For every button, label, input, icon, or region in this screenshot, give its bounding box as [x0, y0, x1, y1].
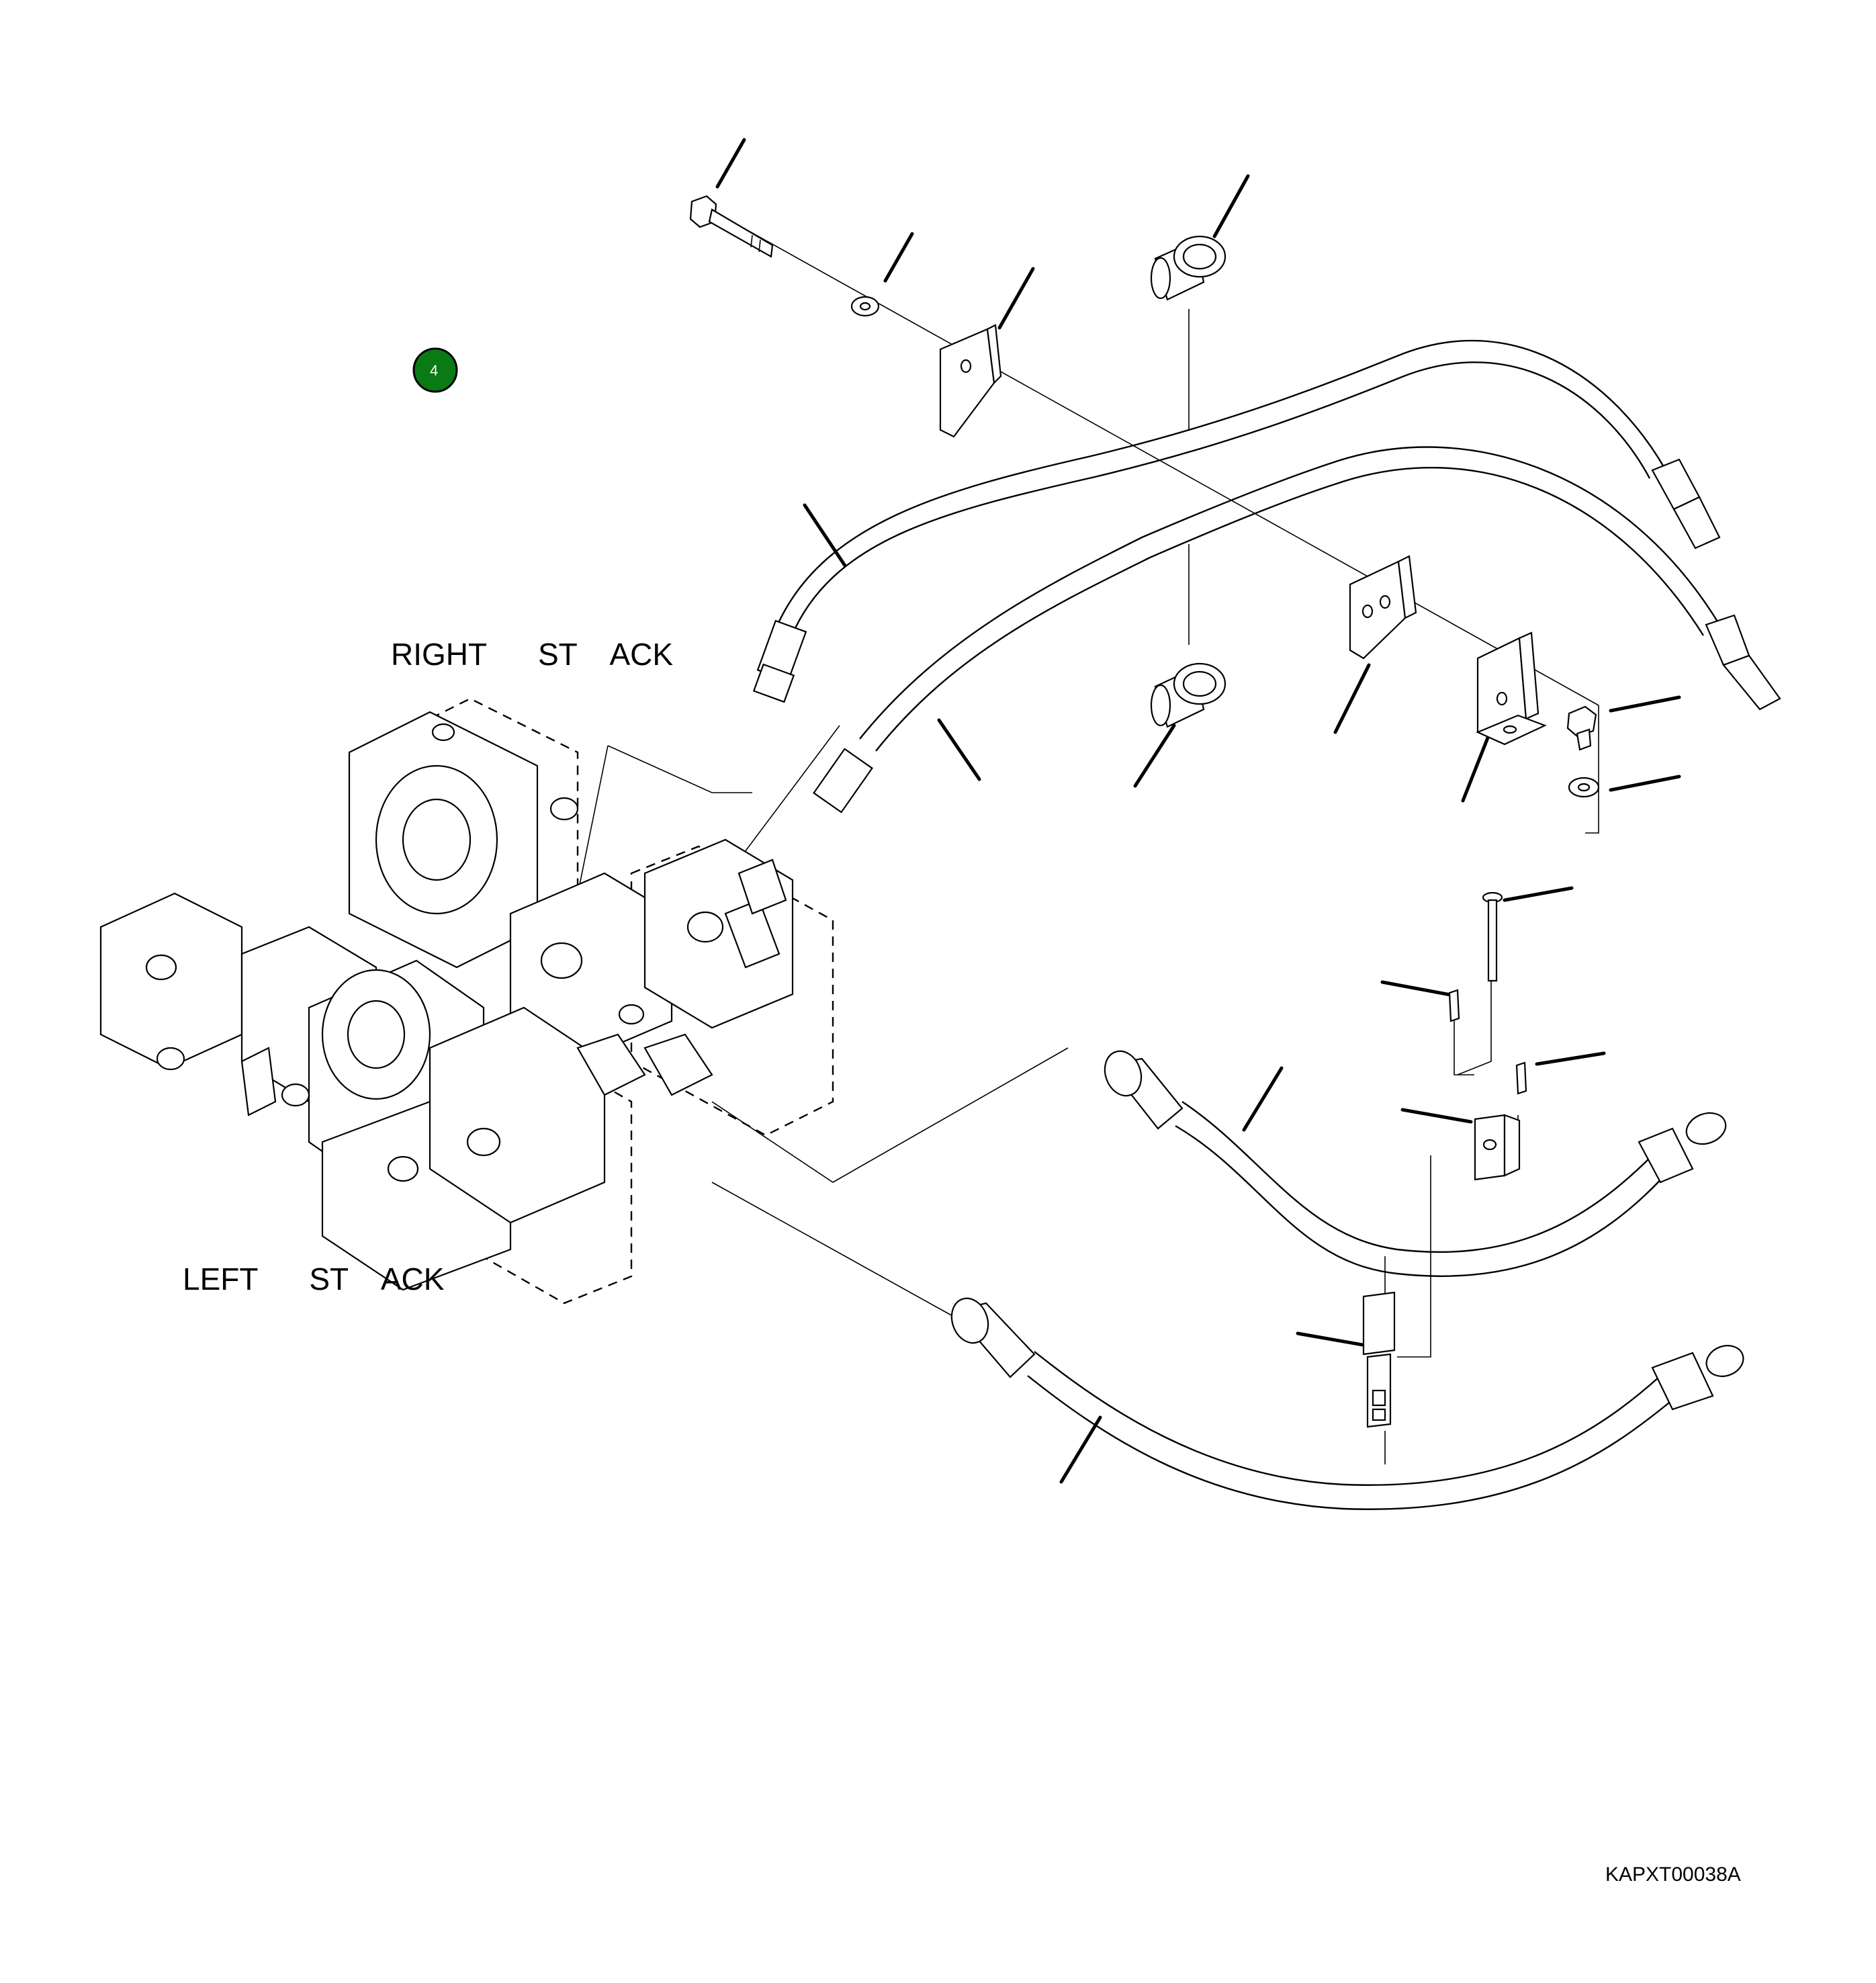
bracket-clip-top[interactable] — [939, 324, 1002, 438]
assembly-lines — [530, 221, 1599, 1464]
bolt-short[interactable] — [1566, 705, 1597, 751]
hose-lower-1[interactable] — [1099, 1046, 1730, 1278]
washer-right[interactable] — [1568, 777, 1600, 798]
hose-upper-2[interactable] — [813, 446, 1781, 813]
pin-long[interactable] — [1482, 891, 1503, 982]
drawing-code-label: KAPXT00038A — [1605, 1863, 1741, 1886]
spacer-sleeve-top[interactable] — [1150, 235, 1226, 301]
pin-small-left[interactable] — [1448, 989, 1460, 1022]
callout-badge-number: 4 — [430, 362, 438, 379]
left-stack-label: LEFT ST ACK — [183, 1262, 445, 1296]
bracket-mid[interactable] — [1349, 555, 1417, 660]
hose-upper-1[interactable] — [752, 339, 1721, 703]
bolt-long[interactable] — [689, 195, 774, 258]
sensor-connector[interactable] — [1362, 1291, 1396, 1428]
leader-lines — [715, 138, 1681, 1484]
clamp-block[interactable] — [1474, 1114, 1521, 1181]
bracket-right[interactable] — [1476, 631, 1547, 746]
spacer-sleeve-bottom[interactable] — [1150, 662, 1226, 728]
right-stack-label: RIGHT ST ACK — [391, 637, 673, 672]
hose-lower-2[interactable] — [946, 1293, 1748, 1510]
pump-valve-stack[interactable] — [99, 697, 834, 1305]
pin-small-right[interactable] — [1515, 1061, 1527, 1095]
callout-badge[interactable]: 4 — [412, 347, 458, 393]
washer-top[interactable] — [850, 296, 880, 317]
